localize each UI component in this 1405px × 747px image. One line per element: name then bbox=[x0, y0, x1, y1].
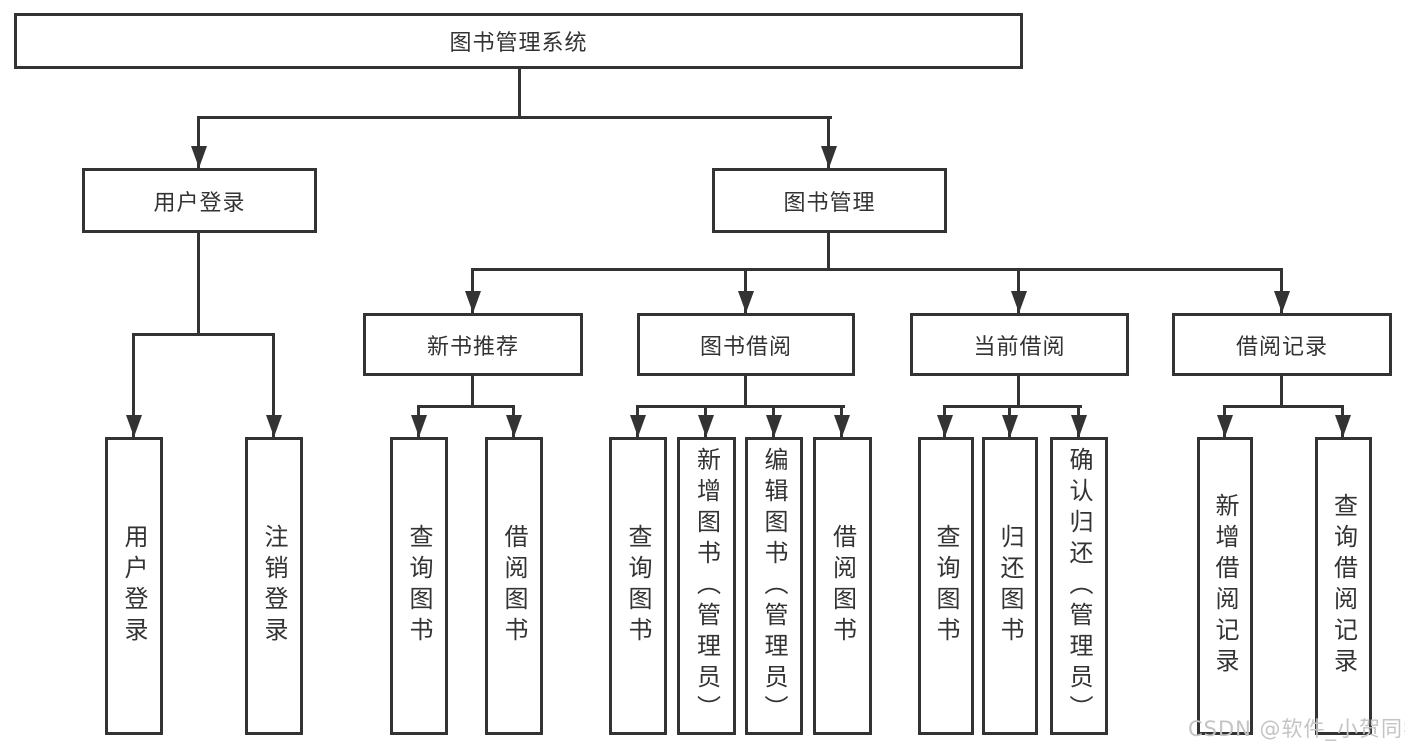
connector-hline bbox=[636, 405, 845, 408]
node-current-borrowing: 当前借阅 bbox=[910, 313, 1129, 376]
connector-vline bbox=[744, 376, 747, 407]
arrowhead-icon bbox=[766, 415, 782, 437]
connector-vline bbox=[471, 376, 474, 407]
connector-vline bbox=[197, 118, 200, 168]
connector-vline bbox=[1280, 376, 1283, 407]
leaf-return-book: 归还图书 bbox=[982, 437, 1038, 735]
arrowhead-icon bbox=[630, 415, 646, 437]
connector-vline bbox=[518, 68, 521, 118]
connector-hline bbox=[471, 268, 1283, 271]
leaf-confirm-return-admin: 确认归还（管理员） bbox=[1050, 437, 1108, 735]
leaf-borrow-books-recommend: 借阅图书 bbox=[485, 437, 543, 735]
arrowhead-icon bbox=[506, 415, 522, 437]
arrowhead-icon bbox=[465, 291, 481, 313]
arrowhead-icon bbox=[937, 415, 953, 437]
leaf-query-borrow-record: 查询借阅记录 bbox=[1315, 437, 1372, 735]
node-book-borrowing: 图书借阅 bbox=[637, 313, 855, 376]
arrowhead-icon bbox=[411, 415, 427, 437]
node-book-management: 图书管理 bbox=[712, 168, 947, 233]
arrowhead-icon bbox=[1335, 415, 1351, 437]
leaf-query-books-recommend: 查询图书 bbox=[390, 437, 448, 735]
leaf-query-books-borrowing: 查询图书 bbox=[609, 437, 667, 735]
connector-vline bbox=[197, 232, 200, 335]
leaf-add-borrow-record: 新增借阅记录 bbox=[1197, 437, 1253, 735]
node-borrow-records: 借阅记录 bbox=[1172, 313, 1392, 376]
arrowhead-icon bbox=[738, 291, 754, 313]
connector-vline bbox=[827, 232, 830, 270]
connector-hline bbox=[943, 405, 1082, 408]
leaf-query-books-current: 查询图书 bbox=[918, 437, 974, 735]
arrowhead-icon bbox=[1071, 415, 1087, 437]
arrowhead-icon bbox=[1274, 291, 1290, 313]
connector-hline bbox=[132, 333, 275, 336]
connector-hline bbox=[1223, 405, 1344, 408]
leaf-user-login: 用户登录 bbox=[105, 437, 163, 735]
leaf-borrow-books-borrowing: 借阅图书 bbox=[813, 437, 872, 735]
leaf-add-book-admin: 新增图书（管理员） bbox=[677, 437, 736, 735]
arrowhead-icon bbox=[1011, 291, 1027, 313]
arrowhead-icon bbox=[698, 415, 714, 437]
connector-vline bbox=[1017, 376, 1020, 407]
arrowhead-icon bbox=[834, 415, 850, 437]
csdn-watermark: CSDN @软件_小贺同学 bbox=[1188, 717, 1405, 741]
arrowhead-icon bbox=[821, 146, 837, 168]
arrowhead-icon bbox=[1002, 415, 1018, 437]
arrowhead-icon bbox=[126, 415, 142, 437]
leaf-edit-book-admin: 编辑图书（管理员） bbox=[745, 437, 803, 735]
connector-vline bbox=[827, 118, 830, 168]
arrowhead-icon bbox=[191, 146, 207, 168]
connector-hline bbox=[417, 405, 515, 408]
node-user-login: 用户登录 bbox=[82, 168, 317, 233]
connector-vline bbox=[272, 335, 275, 437]
connector-vline bbox=[132, 335, 135, 437]
connector-hline bbox=[197, 116, 832, 119]
arrowhead-icon bbox=[1217, 415, 1233, 437]
leaf-logout: 注销登录 bbox=[245, 437, 303, 735]
arrowhead-icon bbox=[266, 415, 282, 437]
node-root-system: 图书管理系统 bbox=[14, 13, 1023, 69]
node-new-book-recommend: 新书推荐 bbox=[363, 313, 583, 376]
